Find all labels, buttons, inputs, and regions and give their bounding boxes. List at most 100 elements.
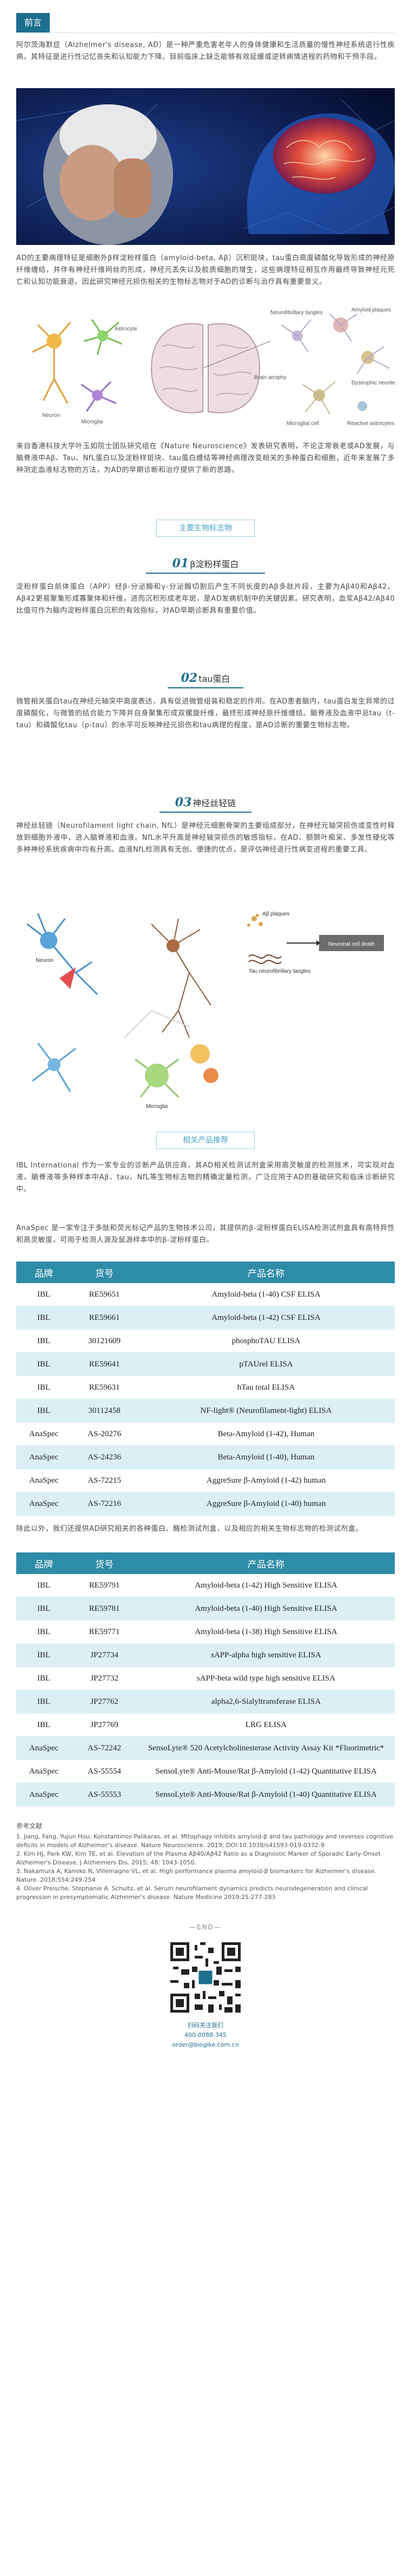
brand-cell: IBL — [16, 1574, 71, 1597]
brand-cell: IBL — [16, 1329, 71, 1353]
sku-cell: AS-72216 — [71, 1492, 137, 1516]
product-name-cell: sAPP-beta wild type high sensitive ELISA — [137, 1667, 395, 1690]
brand-cell: IBL — [16, 1306, 71, 1330]
reference-item: 2. Kim HJ, Park KW, Kim TE, et al. Eleva… — [16, 1850, 381, 1866]
references: 参考文献 1. Jiang, Fang, Yujun Hou, Konstant… — [16, 1822, 395, 1902]
brand-cell: AnaSpec — [16, 1783, 71, 1807]
brand-cell: IBL — [16, 1690, 71, 1714]
footer-follow: 扫码关注我们 — [188, 2022, 223, 2029]
product-name-cell: sAPP-alpha high sensitive ELISA — [137, 1643, 395, 1667]
sku-cell: RE59781 — [71, 1597, 137, 1621]
sku-cell: JP27762 — [71, 1690, 137, 1714]
t2-header-name: 产品名称 — [137, 1552, 395, 1574]
subhead-abeta-num: 01 — [172, 556, 189, 570]
brand-cell: IBL — [16, 1667, 71, 1690]
sku-cell: 30112458 — [71, 1399, 137, 1423]
label-astrocyte: Astrocyte — [115, 326, 137, 332]
subhead-nfl-title: 神经丝轻链 — [193, 798, 236, 808]
product-name-cell: SensoLyte® 520 Acetylcholinesterase Acti… — [137, 1736, 395, 1760]
products-banner: 相关产品推荐 — [156, 1132, 255, 1149]
subhead-abeta-divider — [146, 573, 265, 574]
products-paragraph-3: 除此以外，我们还提供AD研究相关的各种蛋白、酶检测试剂盒，以及相应的相关生物标志… — [16, 1525, 363, 1533]
label-abeta: Aβ plaques — [262, 911, 289, 917]
product-name-cell: Amyloid-beta (1-38) High Sensitive ELISA — [137, 1620, 395, 1644]
footer-email[interactable]: order@biogike.com.cn — [172, 2041, 239, 2048]
sku-cell: AS-72242 — [71, 1736, 137, 1760]
product-name-cell: AggreSure β-Amyloid (1-40) human — [137, 1492, 395, 1516]
brand-cell: IBL — [16, 1283, 71, 1306]
brand-cell: AnaSpec — [16, 1736, 71, 1760]
mechanism-illustration: Neuronal cell death Aβ plaques Tau neuro… — [16, 902, 395, 1113]
product-name-cell: AggreSure β-Amyloid (1-42) human — [137, 1469, 395, 1492]
label-neuron-fig: Neuron — [36, 958, 54, 964]
product-name-cell: pTAUrel ELISA — [137, 1352, 395, 1376]
label-nft: Neurofibrillary tangles — [270, 310, 323, 316]
product-name-cell: Amyloid-beta (1-40) High Sensitive ELISA — [137, 1597, 395, 1621]
product-name-cell: phosphoTAU ELISA — [137, 1329, 395, 1353]
reference-item: 1. Jiang, Fang, Yujun Hou, Konstantinos … — [16, 1833, 394, 1849]
brand-cell: IBL — [16, 1643, 71, 1667]
brand-cell: AnaSpec — [16, 1445, 71, 1469]
product-name-cell: Beta-Amyloid (1-40), Human — [137, 1445, 395, 1469]
product-name-cell: Beta-Amyloid (1-42), Human — [137, 1422, 395, 1446]
sku-cell: JP27732 — [71, 1667, 137, 1690]
hero-image — [16, 88, 395, 245]
sku-cell: AS-72215 — [71, 1469, 137, 1492]
pathology-diagram: Neuron Astrocyte Microglia Brain atrophy… — [16, 303, 395, 433]
product-name-cell: Amyloid-beta (1-42) CSF ELISA — [137, 1306, 395, 1330]
brand-cell: IBL — [16, 1352, 71, 1376]
sku-cell: RE59771 — [71, 1620, 137, 1644]
sku-cell: AS-20276 — [71, 1422, 137, 1446]
label-brain-atrophy: Brain atrophy — [254, 375, 286, 381]
sku-cell: RE59631 — [71, 1376, 137, 1399]
t1-header-sku: 货号 — [71, 1262, 137, 1283]
subhead-tau-title: tau蛋白 — [198, 674, 230, 684]
footer-phone: 400-0088-345 — [184, 2031, 227, 2039]
brand-cell: IBL — [16, 1376, 71, 1399]
product-name-cell: Amyloid-beta (1-40) CSF ELISA — [137, 1283, 395, 1306]
nfl-paragraph: 神经丝轻链（Neurofilament light chain, NfL）是神经… — [16, 822, 395, 854]
sku-cell: AS-55554 — [71, 1760, 137, 1783]
t2-header-brand: 品牌 — [16, 1552, 71, 1574]
label-reactive-astro: Reactive astrocytes — [347, 421, 394, 427]
t1-header-brand: 品牌 — [16, 1262, 71, 1283]
sku-cell: AS-55553 — [71, 1783, 137, 1807]
subhead-tau-divider — [168, 687, 243, 688]
intro-paragraph-1: 阿尔茨海默症（Alzheimer's disease, AD）是一种严重危害老年… — [16, 41, 395, 61]
subhead-abeta-title: β淀粉样蛋白 — [190, 559, 239, 569]
label-tau: Tau neurofibrillary tangles — [249, 968, 310, 974]
subhead-nfl-divider — [160, 812, 251, 813]
product-table-1-header: 品牌 货号 产品名称 — [16, 1262, 395, 1283]
product-name-cell: NF-light® (Neurofilament-light) ELISA — [137, 1399, 395, 1423]
intro-paragraph-2: AD的主要病理特征是细胞外β样淀粉样蛋白（amyloid-beta, Aβ）沉积… — [16, 254, 395, 286]
qr-code-icon — [168, 1940, 243, 2015]
label-neuron: Neuron — [42, 413, 60, 419]
product-name-cell: SensoLyte® Anti-Mouse/Rat β-Amyloid (1-4… — [137, 1760, 395, 1783]
brand-cell: IBL — [16, 1620, 71, 1644]
intro-header: 前言 — [16, 10, 395, 33]
subhead-nfl-num: 03 — [175, 795, 192, 809]
label-microglial-cell: Microglial cell — [287, 421, 319, 427]
products-paragraph-2: AnaSpec 是一家专注于多肽和荧光标记产品的生物技术公司，其提供的β-淀粉样… — [16, 1224, 395, 1244]
end-mark: —END— — [189, 1923, 222, 1931]
pathology-illustration: Neuron Astrocyte Microglia Brain atrophy… — [16, 303, 395, 433]
t2-header-sku: 货号 — [71, 1552, 137, 1574]
